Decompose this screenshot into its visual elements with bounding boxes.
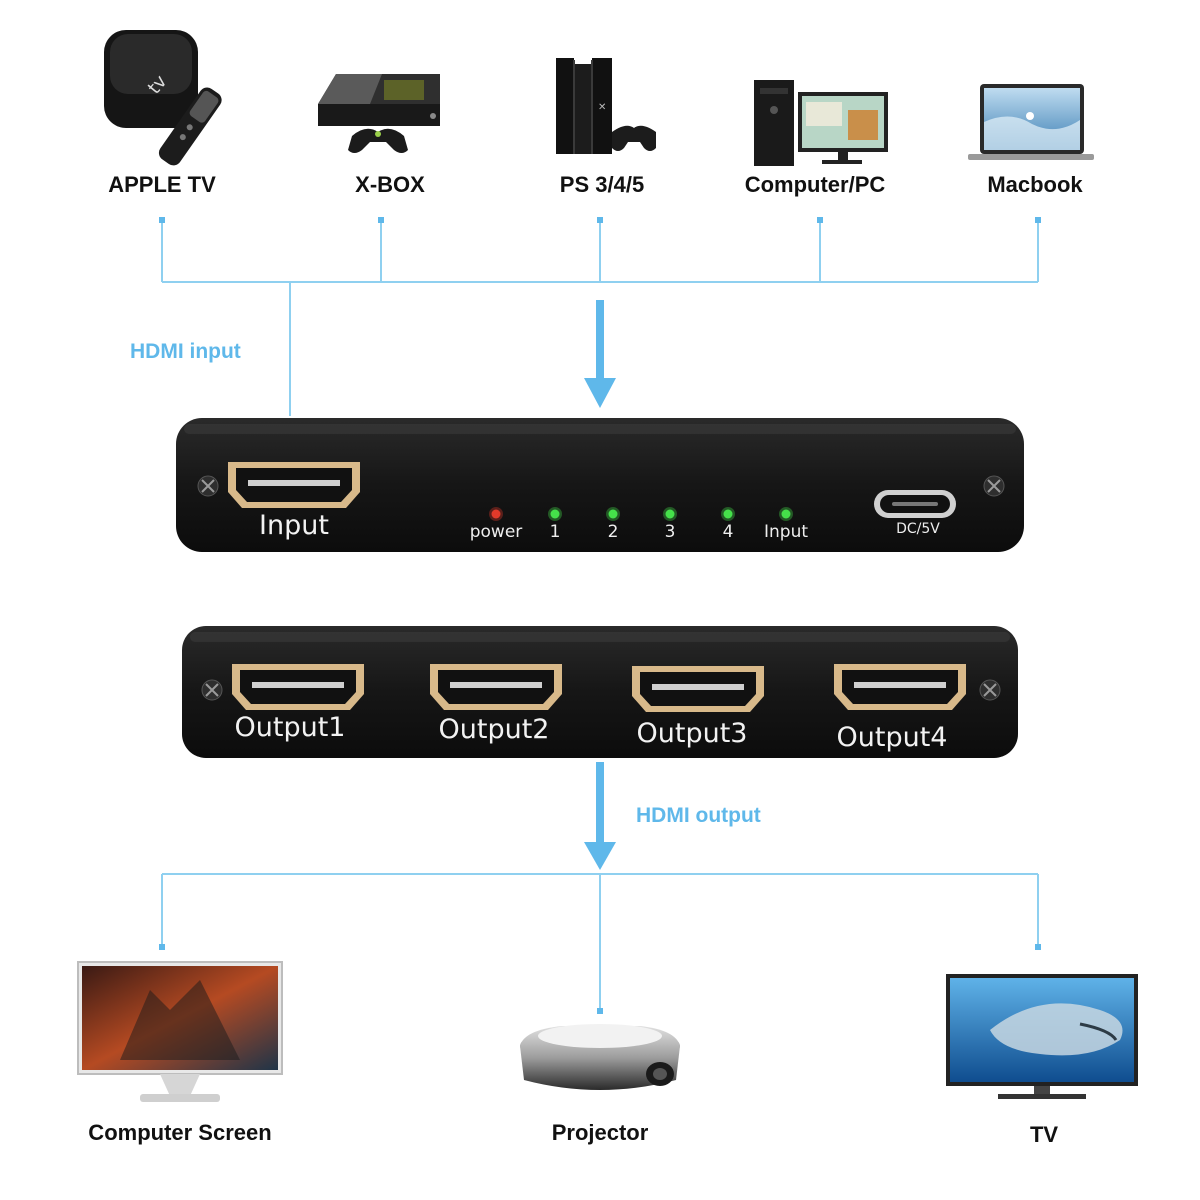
apple-tv-icon: tv bbox=[104, 30, 222, 166]
led-label: power bbox=[469, 522, 523, 542]
hdmi-output-port-3 bbox=[632, 666, 764, 712]
dc-power-label: DC/5V bbox=[896, 521, 940, 537]
output-connector-dots bbox=[159, 944, 1041, 1014]
hdmi-output-label: HDMI output bbox=[636, 804, 761, 827]
output-port-label-3: Output3 bbox=[636, 718, 748, 749]
status-led bbox=[781, 509, 791, 519]
output-label-tv: TV bbox=[1029, 1122, 1059, 1147]
output-arrow bbox=[584, 762, 616, 870]
monitor-icon bbox=[77, 961, 283, 1102]
splitter-input-panel bbox=[176, 418, 1024, 552]
source-label-apple-tv: APPLE TV bbox=[108, 172, 216, 197]
status-led bbox=[550, 509, 560, 519]
input-port-label: Input bbox=[259, 510, 329, 541]
status-led-indicators bbox=[489, 507, 793, 521]
projector-icon bbox=[520, 1024, 680, 1090]
input-connector-dots bbox=[159, 217, 1041, 223]
hdmi-input-label: HDMI input bbox=[130, 340, 241, 363]
output-label-computer-screen: Computer Screen bbox=[88, 1120, 272, 1145]
hdmi-input-port bbox=[228, 462, 360, 508]
led-label: 1 bbox=[549, 522, 561, 542]
source-label-computer: Computer/PC bbox=[744, 172, 886, 197]
xbox-console-icon bbox=[318, 74, 440, 153]
screw-icon bbox=[201, 679, 223, 701]
hdmi-output-port-4 bbox=[834, 664, 966, 710]
input-arrow bbox=[584, 300, 616, 408]
output-port-label-1: Output1 bbox=[234, 712, 346, 743]
splitter-output-panel bbox=[182, 626, 1018, 758]
hdmi-output-port-2 bbox=[430, 664, 562, 710]
hdmi-output-port-1 bbox=[232, 664, 364, 710]
playstation-console-icon: ✕ bbox=[556, 58, 656, 154]
laptop-icon bbox=[968, 84, 1094, 160]
screw-icon bbox=[979, 679, 1001, 701]
status-led bbox=[608, 509, 618, 519]
desktop-computer-icon bbox=[754, 80, 888, 166]
status-led bbox=[491, 509, 501, 519]
source-label-macbook: Macbook bbox=[987, 172, 1083, 197]
tv-icon bbox=[946, 974, 1138, 1099]
source-label-xbox: X-BOX bbox=[355, 172, 425, 197]
led-label: 4 bbox=[722, 522, 734, 542]
status-led bbox=[665, 509, 675, 519]
screw-icon bbox=[197, 475, 219, 497]
output-connector-lines bbox=[161, 873, 1039, 1010]
led-label: Input bbox=[763, 522, 809, 542]
output-label-projector: Projector bbox=[551, 1120, 649, 1145]
led-label: 3 bbox=[664, 522, 676, 542]
screw-icon bbox=[983, 475, 1005, 497]
led-label: 2 bbox=[607, 522, 619, 542]
output-port-label-4: Output4 bbox=[836, 722, 948, 753]
status-led bbox=[723, 509, 733, 519]
usb-c-dc-port bbox=[874, 490, 956, 518]
source-label-ps: PS 3/4/5 bbox=[559, 172, 645, 197]
svg-text:✕: ✕ bbox=[598, 102, 606, 113]
input-connector-lines bbox=[161, 223, 1039, 416]
output-port-label-2: Output2 bbox=[438, 714, 550, 745]
